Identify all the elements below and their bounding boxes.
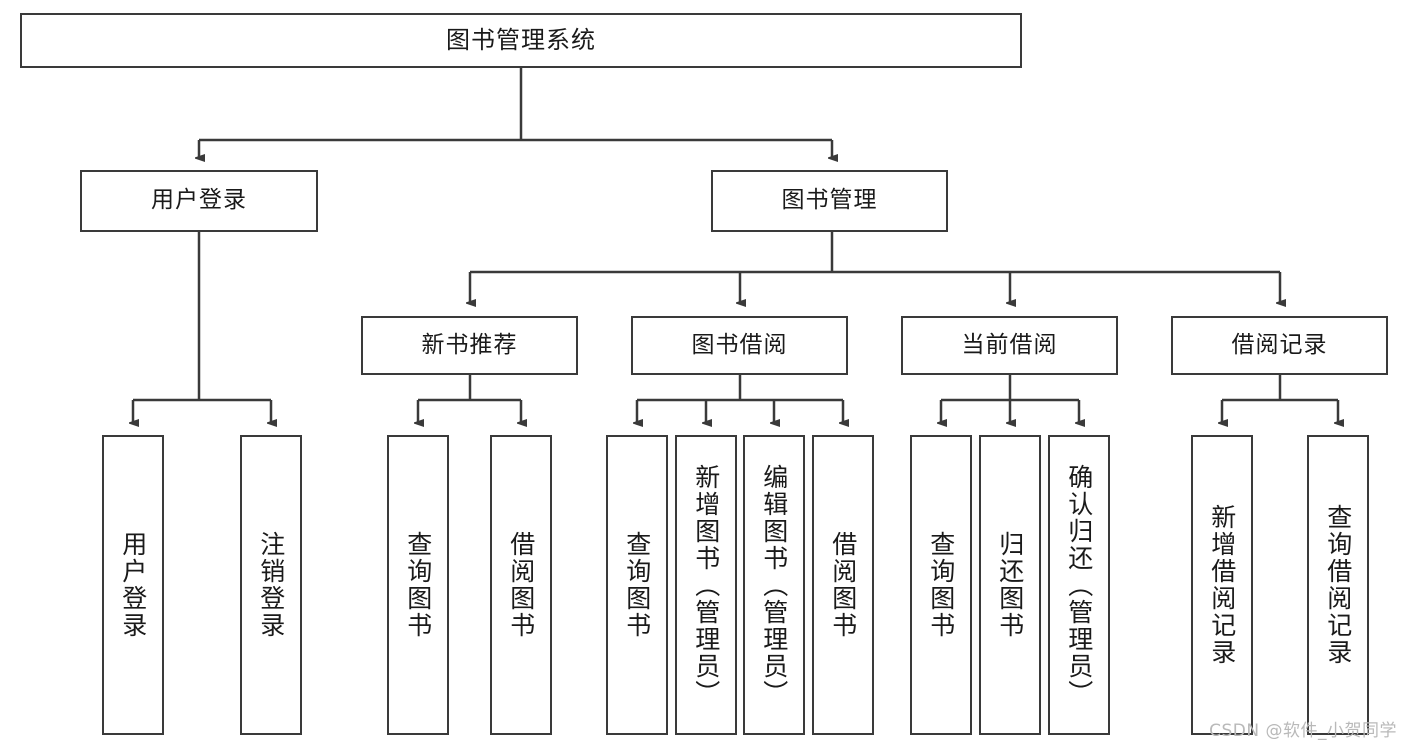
leaf-label: 借阅图书 bbox=[828, 531, 858, 639]
watermark-csdn: CSDN @软件_小贺同学 bbox=[1209, 721, 1397, 741]
leaf-label: 确认归还（管理员） bbox=[1064, 463, 1094, 707]
node-root-book-management-system[interactable]: 图书管理系统 bbox=[20, 13, 1022, 68]
node-label: 图书借阅 bbox=[691, 331, 788, 358]
leaf-book-borrow-query[interactable]: 查询图书 bbox=[606, 435, 668, 735]
leaf-user-login-logout[interactable]: 注销登录 bbox=[240, 435, 302, 735]
node-label: 图书管理系统 bbox=[446, 26, 596, 55]
leaf-label: 查询图书 bbox=[622, 531, 652, 639]
node-label: 当前借阅 bbox=[961, 331, 1058, 358]
leaf-book-borrow-add[interactable]: 新增图书（管理员） bbox=[675, 435, 737, 735]
node-label: 借阅记录 bbox=[1231, 331, 1328, 358]
node-borrow-record[interactable]: 借阅记录 bbox=[1171, 316, 1388, 375]
leaf-borrow-record-query[interactable]: 查询借阅记录 bbox=[1307, 435, 1369, 735]
leaf-label: 借阅图书 bbox=[506, 531, 536, 639]
node-user-login[interactable]: 用户登录 bbox=[80, 170, 318, 232]
node-current-borrow[interactable]: 当前借阅 bbox=[901, 316, 1118, 375]
leaf-current-borrow-confirm-return[interactable]: 确认归还（管理员） bbox=[1048, 435, 1110, 735]
leaf-current-borrow-query[interactable]: 查询图书 bbox=[910, 435, 972, 735]
leaf-label: 查询借阅记录 bbox=[1323, 504, 1353, 666]
node-new-book-recommend[interactable]: 新书推荐 bbox=[361, 316, 578, 375]
node-label: 新书推荐 bbox=[421, 331, 518, 358]
node-book-borrow[interactable]: 图书借阅 bbox=[631, 316, 848, 375]
leaf-book-borrow-edit[interactable]: 编辑图书（管理员） bbox=[743, 435, 805, 735]
leaf-label: 归还图书 bbox=[995, 531, 1025, 639]
leaf-user-login-login[interactable]: 用户登录 bbox=[102, 435, 164, 735]
leaf-borrow-record-add[interactable]: 新增借阅记录 bbox=[1191, 435, 1253, 735]
node-label: 用户登录 bbox=[151, 187, 247, 214]
leaf-label: 查询图书 bbox=[926, 531, 956, 639]
leaf-book-borrow-borrow[interactable]: 借阅图书 bbox=[812, 435, 874, 735]
leaf-label: 注销登录 bbox=[256, 531, 286, 639]
leaf-label: 新增图书（管理员） bbox=[691, 463, 721, 707]
node-label: 图书管理 bbox=[781, 187, 878, 214]
leaf-label: 用户登录 bbox=[118, 531, 148, 639]
leaf-label: 新增借阅记录 bbox=[1207, 504, 1237, 666]
node-book-management[interactable]: 图书管理 bbox=[711, 170, 948, 232]
leaf-current-borrow-return[interactable]: 归还图书 bbox=[979, 435, 1041, 735]
leaf-new-book-query[interactable]: 查询图书 bbox=[387, 435, 449, 735]
leaf-new-book-borrow[interactable]: 借阅图书 bbox=[490, 435, 552, 735]
leaf-label: 查询图书 bbox=[403, 531, 433, 639]
leaf-label: 编辑图书（管理员） bbox=[759, 463, 789, 707]
